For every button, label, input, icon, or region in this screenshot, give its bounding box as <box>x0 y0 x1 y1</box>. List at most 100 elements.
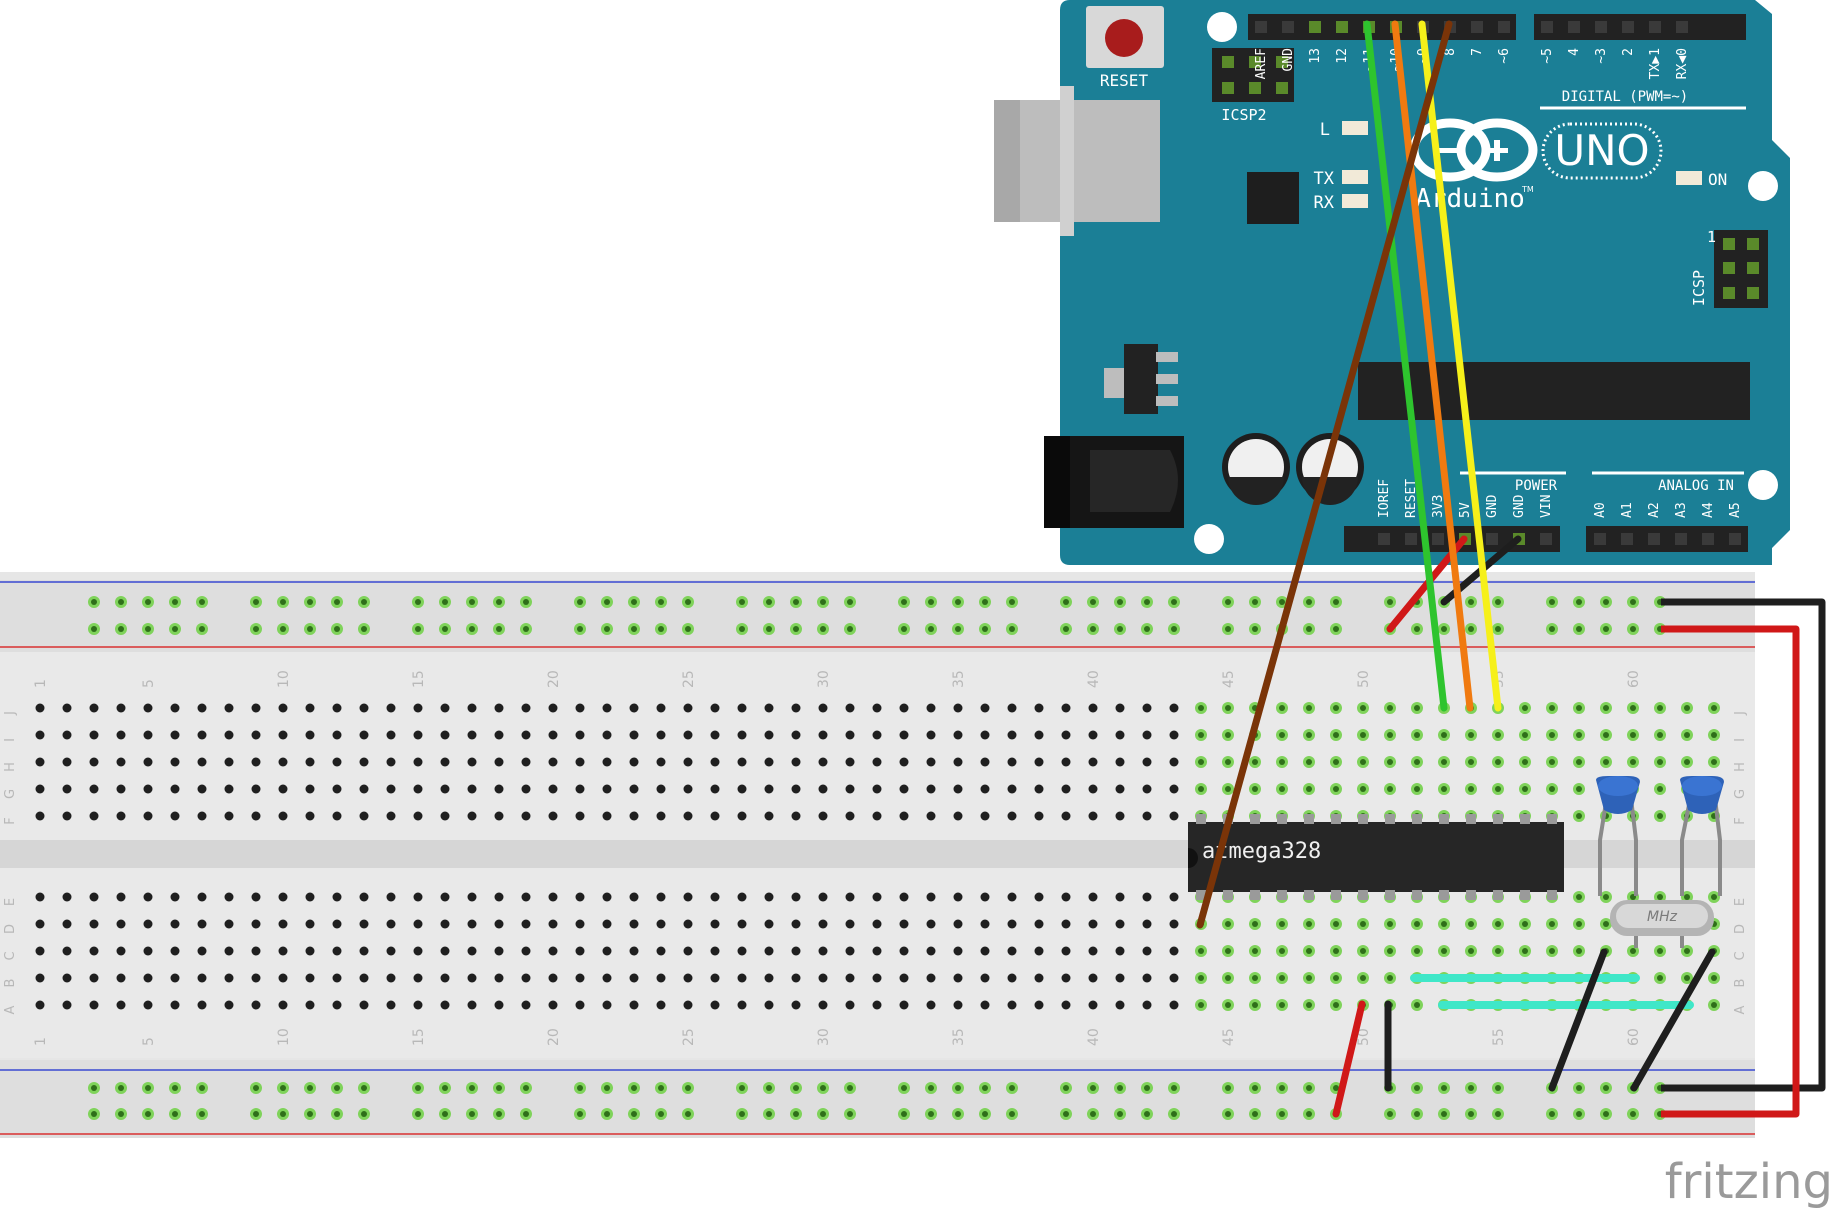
digital-label: DIGITAL (PWM=~) <box>1562 89 1688 105</box>
power-pin-label: 3V3 <box>1431 495 1446 518</box>
breadboard-hole <box>224 811 234 821</box>
breadboard-hole <box>656 973 666 983</box>
breadboard-hole <box>1034 784 1044 794</box>
breadboard-hole <box>710 919 720 929</box>
chip-leg <box>1250 814 1260 824</box>
breadboard-hole <box>224 919 234 929</box>
breadboard-hole <box>197 1000 207 1010</box>
breadboard-hole <box>845 811 855 821</box>
wire-black-cap-left-gnd[interactable] <box>1548 948 1608 1092</box>
breadboard-hole <box>899 919 909 929</box>
breadboard-hole <box>89 811 99 821</box>
breadboard-hole <box>251 730 261 740</box>
wire-red-rail-bridge[interactable] <box>1661 625 1800 1118</box>
breadboard-hole <box>494 811 504 821</box>
breadboard-hole <box>494 1000 504 1010</box>
breadboard-hole <box>1115 811 1125 821</box>
breadboard-hole <box>926 811 936 821</box>
breadboard-hole <box>251 892 261 902</box>
breadboard-hole <box>494 973 504 983</box>
breadboard-hole <box>872 703 882 713</box>
wire-black-cap-right-gnd[interactable] <box>1630 948 1716 1092</box>
ceramic-capacitor-right <box>1680 776 1724 896</box>
breadboard-hole <box>1169 757 1179 767</box>
wire-yellow-pin11[interactable] <box>1418 20 1502 712</box>
breadboard-hole <box>818 1000 828 1010</box>
breadboard-hole <box>899 730 909 740</box>
breadboard-hole <box>737 946 747 956</box>
breadboard-hole <box>116 811 126 821</box>
breadboard-hole <box>737 757 747 767</box>
led-l-label: L <box>1320 120 1330 140</box>
breadboard-hole <box>413 730 423 740</box>
breadboard-hole <box>1169 811 1179 821</box>
breadboard-hole <box>332 811 342 821</box>
row-letter: C <box>1733 951 1748 960</box>
breadboard-hole <box>143 757 153 767</box>
column-number: 35 <box>951 670 967 688</box>
wire-black-rail-bridge[interactable] <box>1661 598 1826 1092</box>
breadboard-hole <box>656 892 666 902</box>
breadboard-hole <box>1169 946 1179 956</box>
breadboard-hole <box>62 946 72 956</box>
chip-leg <box>1439 890 1449 900</box>
breadboard-hole <box>521 973 531 983</box>
breadboard-hole <box>170 784 180 794</box>
wire-orange-pin12[interactable] <box>1391 20 1474 712</box>
breadboard-hole <box>710 811 720 821</box>
breadboard-hole <box>926 892 936 902</box>
breadboard-hole <box>602 784 612 794</box>
breadboard-hole <box>251 757 261 767</box>
breadboard-hole <box>629 946 639 956</box>
chip-leg <box>1520 890 1530 900</box>
breadboard-hole <box>1088 892 1098 902</box>
breadboard-hole <box>953 892 963 902</box>
breadboard-hole <box>683 946 693 956</box>
usb-chip <box>1247 172 1299 224</box>
analog-pin-label: A1 <box>1620 502 1635 518</box>
breadboard-hole <box>602 946 612 956</box>
breadboard-hole <box>1061 811 1071 821</box>
breadboard-hole <box>62 919 72 929</box>
bottom-power-rail <box>0 1060 1755 1138</box>
breadboard-hole <box>575 892 585 902</box>
model-label: UNO <box>1554 126 1649 175</box>
ceramic-capacitor-left <box>1596 776 1640 896</box>
breadboard-hole <box>575 946 585 956</box>
analog-pin-label: A5 <box>1728 502 1743 518</box>
breadboard-hole <box>1088 919 1098 929</box>
breadboard-hole <box>1142 892 1152 902</box>
wire-red-chip-vcc[interactable] <box>1332 1000 1366 1118</box>
breadboard-hole <box>494 757 504 767</box>
breadboard-hole <box>926 1000 936 1010</box>
wire-brown-pin10-reset[interactable] <box>1196 20 1453 929</box>
wire-green-pin13[interactable] <box>1363 20 1448 712</box>
breadboard-hole <box>602 730 612 740</box>
breadboard-hole <box>521 892 531 902</box>
breadboard-hole <box>89 757 99 767</box>
reset-button[interactable] <box>1086 6 1164 68</box>
breadboard-hole <box>899 757 909 767</box>
breadboard-hole <box>602 757 612 767</box>
breadboard-hole <box>521 730 531 740</box>
breadboard-hole <box>1061 784 1071 794</box>
breadboard-hole <box>278 757 288 767</box>
breadboard-hole <box>332 784 342 794</box>
breadboard-hole <box>359 757 369 767</box>
breadboard-hole <box>980 811 990 821</box>
power-pin-label: 5V <box>1458 502 1473 518</box>
power-pin-label: RESET <box>1404 479 1419 518</box>
led-on-label: ON <box>1708 170 1727 189</box>
breadboard-hole <box>980 730 990 740</box>
breadboard-hole <box>602 919 612 929</box>
breadboard-hole <box>116 919 126 929</box>
breadboard-hole <box>737 784 747 794</box>
header-pin <box>1621 533 1633 545</box>
digital-pin-label: AREF <box>1254 48 1269 79</box>
chip-leg <box>1547 890 1557 900</box>
breadboard-hole <box>197 892 207 902</box>
breadboard-hole <box>440 919 450 929</box>
breadboard-hole <box>224 784 234 794</box>
